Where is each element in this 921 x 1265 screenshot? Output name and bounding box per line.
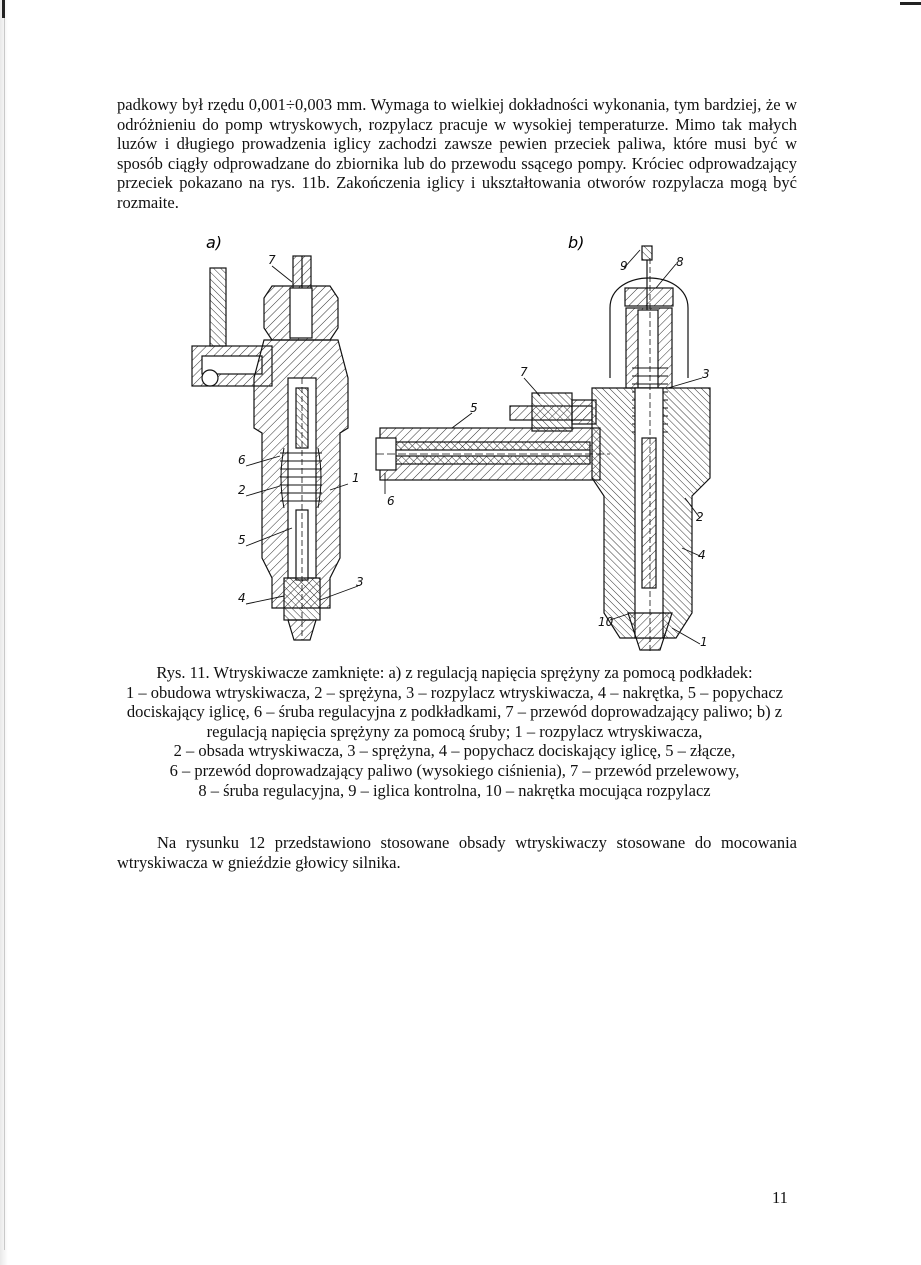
callout-a-1: 1 <box>352 471 360 485</box>
injector-b-leaders <box>384 249 703 645</box>
callout-b-7: 7 <box>520 365 528 379</box>
scan-edge-rule <box>4 10 5 1250</box>
callout-b-9: 9 <box>620 259 628 273</box>
callout-b-4: 4 <box>698 548 706 562</box>
callout-b-5: 5 <box>470 401 478 415</box>
page-number: 11 <box>772 1188 788 1207</box>
scan-mark-top-right <box>900 2 921 5</box>
figure-caption: Rys. 11. Wtryskiwacze zamknięte: a) z re… <box>107 663 802 800</box>
caption-line-5: 8 – śruba regulacyjna, 9 – iglica kontro… <box>198 780 711 800</box>
injector-b-callouts: 9 8 7 3 5 6 2 4 10 1 <box>387 255 710 649</box>
callout-b-2: 2 <box>696 510 704 524</box>
figure-injectors: a) <box>180 228 740 658</box>
panel-b-label: b) <box>568 233 584 252</box>
callout-a-2: 2 <box>238 483 246 497</box>
callout-b-3: 3 <box>702 367 710 381</box>
injector-b <box>375 245 711 653</box>
body-paragraph-1: padkowy był rzędu 0,001÷0,003 mm. Wymaga… <box>117 95 797 212</box>
scan-mark-top-left <box>2 0 5 18</box>
body-paragraph-2: Na rysunku 12 przedstawiono stosowane ob… <box>117 833 797 872</box>
callout-a-3: 3 <box>356 575 364 589</box>
callout-b-10: 10 <box>598 615 614 629</box>
caption-line-1: Rys. 11. Wtryskiwacze zamknięte: a) z re… <box>156 663 753 682</box>
callout-b-8: 8 <box>676 255 684 269</box>
injector-a <box>191 255 349 641</box>
callout-a-4: 4 <box>238 591 246 605</box>
callout-a-6: 6 <box>238 453 246 467</box>
callout-b-1: 1 <box>700 635 708 649</box>
injector-drawings: a) <box>191 233 711 653</box>
caption-line-3: 2 – obsada wtryskiwacza, 3 – sprężyna, 4… <box>173 741 736 761</box>
caption-line-2: 1 – obudowa wtryskiwacza, 2 – sprężyna, … <box>125 682 783 741</box>
scan-edge <box>0 0 8 1265</box>
callout-a-7: 7 <box>268 253 276 267</box>
callout-b-6: 6 <box>387 494 395 508</box>
injector-a-leaders <box>245 265 359 605</box>
caption-line-4: 6 – przewód doprowadzający paliwo (wysok… <box>169 760 740 780</box>
panel-a-label: a) <box>206 233 222 252</box>
injector-a-callouts: 7 6 1 2 5 3 4 <box>238 253 364 605</box>
callout-a-5: 5 <box>238 533 246 547</box>
